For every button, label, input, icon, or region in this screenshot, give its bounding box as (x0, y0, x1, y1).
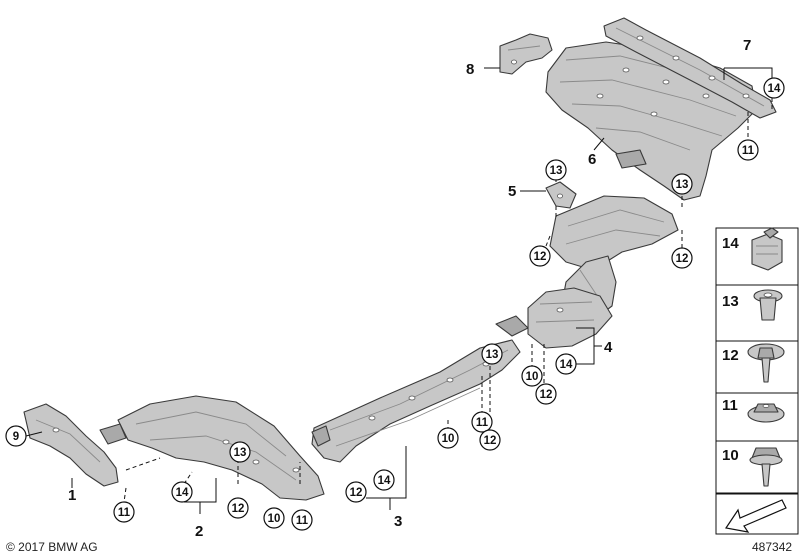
svg-text:14: 14 (768, 83, 781, 95)
svg-text:11: 11 (118, 507, 131, 519)
callout-13: 13 (229, 441, 251, 463)
part-label-1: 1 (68, 487, 76, 504)
part-label-5: 5 (508, 183, 516, 200)
screw-with-washer-icon (747, 343, 785, 383)
part-label-2: 2 (195, 523, 203, 540)
part-label-7: 7 (743, 37, 751, 54)
callout-10: 10 (521, 365, 543, 387)
svg-text:12: 12 (676, 253, 689, 265)
svg-text:10: 10 (526, 371, 539, 383)
svg-text:14: 14 (176, 487, 189, 499)
svg-text:12: 12 (540, 389, 553, 401)
svg-text:12: 12 (232, 503, 245, 515)
svg-text:10: 10 (268, 513, 281, 525)
svg-text:12: 12 (350, 487, 363, 499)
callout-13: 13 (671, 173, 693, 195)
svg-text:13: 13 (234, 447, 247, 459)
flange-nut-icon (747, 403, 785, 423)
copyright-text: © 2017 BMW AG (6, 540, 98, 554)
callout-12: 12 (529, 245, 551, 267)
leader-lines (25, 67, 773, 514)
callout-13: 13 (481, 343, 503, 365)
callout-9: 9 (5, 425, 27, 447)
svg-text:13: 13 (550, 165, 563, 177)
expanding-rivet-icon (753, 289, 783, 321)
callout-13: 13 (545, 159, 567, 181)
callout-11: 11 (113, 501, 135, 523)
plug-nut-icon (751, 227, 783, 271)
callout-14: 14 (171, 481, 193, 503)
svg-text:11: 11 (742, 145, 755, 157)
arrow-box (715, 493, 799, 535)
legend-num-11: 11 (722, 397, 738, 414)
svg-text:11: 11 (476, 417, 489, 429)
callout-bubbles: 9 11 14 13 12 10 11 12 14 10 13 11 12 10… (5, 77, 785, 531)
callout-10: 10 (263, 507, 285, 529)
svg-text:14: 14 (378, 475, 391, 487)
callout-12: 12 (535, 383, 557, 405)
callout-10: 10 (437, 427, 459, 449)
fastener-legend-panel: 14 13 12 11 10 (715, 227, 799, 529)
heat-shield-part-4[interactable] (495, 287, 613, 349)
svg-text:9: 9 (13, 431, 19, 443)
part-label-8: 8 (466, 61, 474, 78)
svg-text:10: 10 (442, 433, 455, 445)
part-label-6: 6 (588, 151, 596, 168)
bracket-part-5[interactable] (545, 181, 577, 209)
callout-14: 14 (555, 353, 577, 375)
callout-11: 11 (291, 509, 313, 531)
heat-shield-part-1[interactable] (23, 403, 119, 487)
bracket-part-7[interactable] (603, 17, 777, 119)
callout-12: 12 (227, 497, 249, 519)
callout-11: 11 (737, 139, 759, 161)
hex-bolt-icon (749, 447, 783, 487)
heat-shield-part-2[interactable] (99, 395, 325, 501)
heat-shield-part-3[interactable] (311, 339, 521, 463)
callout-12: 12 (479, 429, 501, 451)
arrow-icon (724, 499, 787, 533)
legend-num-13: 13 (722, 293, 739, 310)
svg-text:14: 14 (560, 359, 573, 371)
bracket-part-8[interactable] (499, 33, 553, 75)
callout-11: 11 (471, 411, 493, 433)
drawing-number: 487342 (752, 540, 793, 554)
part-number-labels: 1 2 3 4 5 6 7 8 (68, 37, 751, 540)
svg-text:13: 13 (486, 349, 499, 361)
legend-num-12: 12 (722, 347, 739, 364)
part-label-3: 3 (394, 513, 402, 530)
svg-text:11: 11 (296, 515, 309, 527)
svg-text:12: 12 (534, 251, 547, 263)
callout-14: 14 (763, 77, 785, 99)
part-label-4: 4 (604, 339, 613, 356)
svg-text:13: 13 (676, 179, 689, 191)
legend-num-10: 10 (722, 447, 739, 464)
callout-12: 12 (671, 247, 693, 269)
svg-text:12: 12 (484, 435, 497, 447)
heat-shield-part-6[interactable] (545, 41, 757, 201)
callout-14: 14 (373, 469, 395, 491)
legend-num-14: 14 (722, 235, 739, 252)
callout-12: 12 (345, 481, 367, 503)
